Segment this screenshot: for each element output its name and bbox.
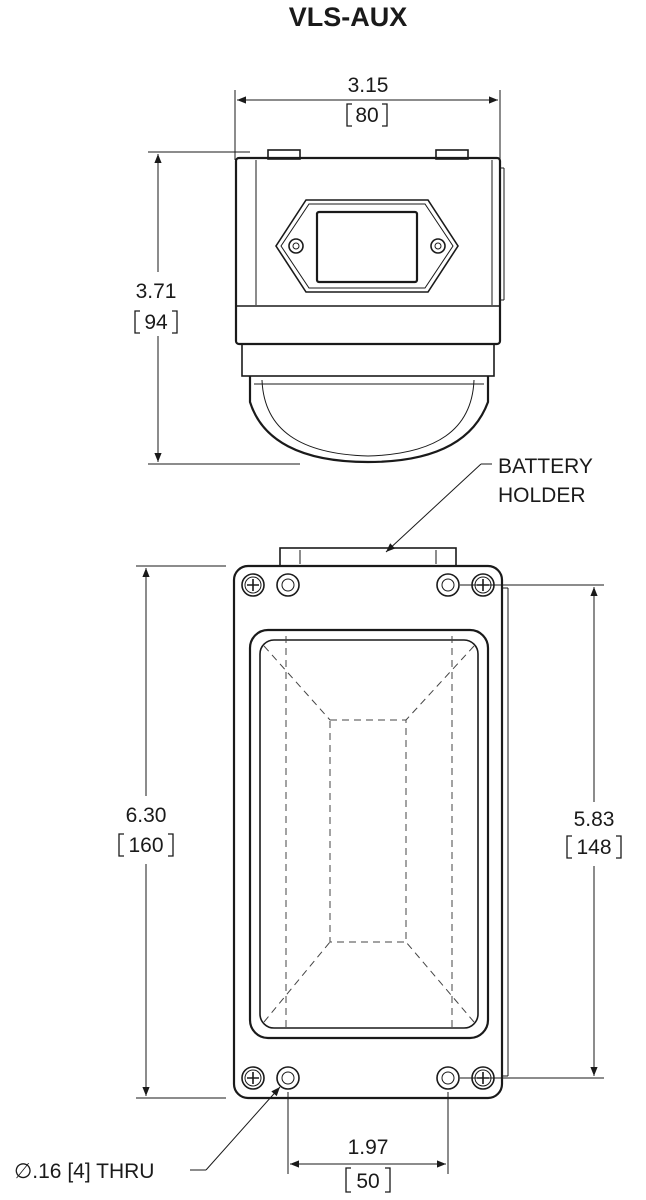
mounting-hole-bottom-left — [276, 1066, 300, 1090]
plate-screw-right — [430, 238, 446, 254]
dim-hole-spacing-vertical-inch: 5.83 — [574, 808, 615, 831]
dim-front-height-mm: 160 — [128, 834, 163, 857]
battery-holder-label-line1: BATTERY — [498, 455, 593, 478]
screw-bottom-left — [241, 1066, 265, 1090]
switch-window — [315, 210, 419, 284]
drawing-title: VLS-AUX — [289, 2, 408, 32]
dim-hole-spacing-vertical-mm: 148 — [576, 836, 611, 859]
dim-top-width-mm: 80 — [355, 104, 378, 127]
hidden-lines — [263, 636, 475, 1032]
top-view: 3.15 80 3.71 94 — [128, 74, 505, 465]
lens-opening — [248, 628, 490, 1040]
mounting-hole-bottom-right — [436, 1066, 460, 1090]
battery-holder — [279, 547, 457, 567]
plate-screw-left — [288, 238, 304, 254]
front-view: 6.30 160 5.83 148 1.97 50 ∅.16 [4] THRU — [14, 547, 626, 1193]
hole-thru-note: ∅.16 [4] THRU — [14, 1160, 154, 1183]
dim-front-height-inch: 6.30 — [126, 804, 167, 827]
dim-top-height-mm: 94 — [144, 311, 168, 334]
dim-top-width-inch: 3.15 — [348, 74, 389, 97]
mounting-hole-top-right — [436, 573, 460, 597]
dim-top-height-inch: 3.71 — [136, 280, 177, 303]
dim-hole-spacing-horizontal-inch: 1.97 — [348, 1136, 389, 1159]
lens-dome — [248, 376, 490, 464]
screw-top-left — [241, 573, 265, 597]
enclosure-outline — [232, 564, 504, 1100]
battery-holder-label-line2: HOLDER — [498, 484, 586, 507]
switch-plate — [275, 199, 459, 293]
battery-holder-callout: BATTERY HOLDER — [385, 455, 593, 553]
mounting-hole-top-left — [276, 573, 300, 597]
dim-hole-spacing-horizontal-mm: 50 — [356, 1170, 379, 1193]
